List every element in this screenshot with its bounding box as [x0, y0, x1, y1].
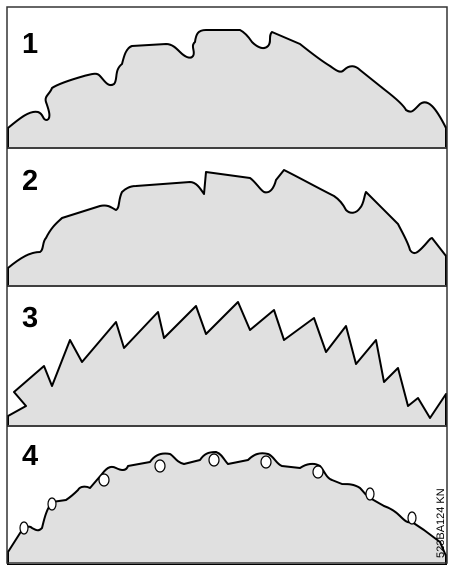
carbide-tip-6 [260, 455, 272, 469]
panel-1-number: 1 [22, 28, 38, 60]
carbide-tip-1 [19, 521, 29, 535]
panel-4 [7, 451, 447, 565]
carbide-tip-4 [154, 459, 166, 473]
panel-4-number: 4 [22, 440, 38, 472]
panel-1 [7, 29, 447, 149]
panel-3-number: 3 [22, 302, 38, 334]
carbide-tip-3 [98, 473, 110, 487]
panel-3-blade-outline [7, 301, 447, 427]
carbide-tip-5 [208, 453, 220, 467]
carbide-tip-7 [312, 465, 324, 479]
panel-3 [7, 301, 447, 427]
carbide-tip-2 [47, 497, 57, 511]
carbide-tip-8 [365, 487, 375, 501]
panel-2-blade-outline [7, 169, 447, 287]
panel-2 [7, 169, 447, 287]
carbide-tip-9 [407, 511, 417, 525]
panel-2-number: 2 [22, 165, 38, 197]
figure-frame [6, 6, 448, 564]
figure-code-label: 523BA124 KN [435, 488, 447, 558]
panel-1-blade-outline [7, 29, 447, 149]
panel-4-blade-outline [7, 451, 447, 565]
